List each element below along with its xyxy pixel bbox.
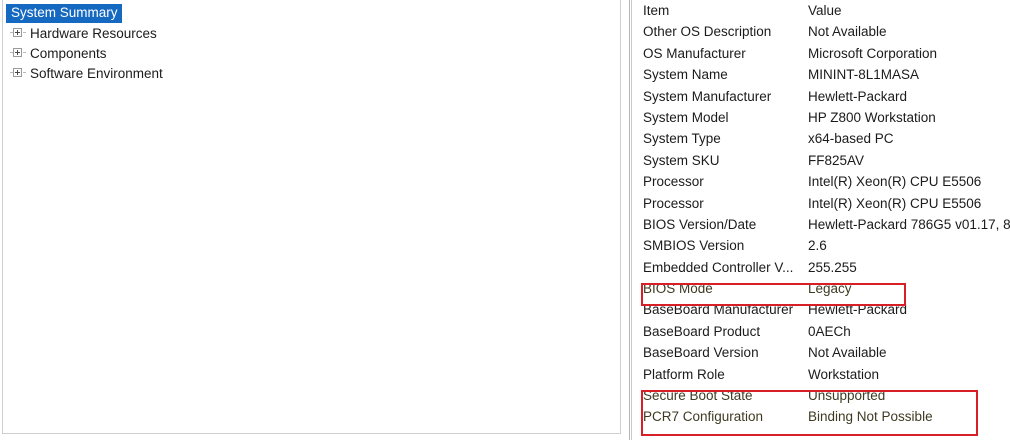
detail-row[interactable]: Secure Boot State Unsupported	[635, 385, 1010, 406]
detail-row[interactable]: BIOS Version/Date Hewlett-Packard 786G5 v…	[635, 214, 1010, 235]
detail-row-item: BIOS Mode	[643, 281, 713, 297]
detail-row-item: Secure Boot State	[643, 388, 753, 404]
detail-row-value: Workstation	[808, 366, 880, 382]
tree-item-system-summary-label: System Summary	[6, 3, 122, 23]
column-header-value: Value	[808, 3, 842, 18]
detail-row[interactable]: PCR7 Configuration Binding Not Possible	[635, 406, 1010, 427]
detail-row[interactable]: Processor Intel(R) Xeon(R) CPU E5506	[635, 171, 1010, 192]
detail-row-value: Not Available	[808, 24, 887, 40]
detail-row-item: BaseBoard Version	[643, 345, 759, 361]
detail-row[interactable]: BaseBoard Version Not Available	[635, 342, 1010, 363]
detail-row-item: System Name	[643, 67, 728, 83]
detail-header-row[interactable]: Item Value	[635, 0, 1010, 21]
detail-row-item: System Type	[643, 131, 721, 147]
navigation-tree-pane[interactable]: System Summary Hardware Resources Compon…	[2, 0, 621, 434]
detail-row-value: Unsupported	[808, 388, 886, 404]
detail-row-value: 0AECh	[808, 323, 851, 339]
detail-row[interactable]: SMBIOS Version 2.6	[635, 235, 1010, 256]
detail-row-value: HP Z800 Workstation	[808, 109, 936, 125]
detail-row[interactable]: OS Manufacturer Microsoft Corporation	[635, 43, 1010, 64]
detail-row-item: BIOS Version/Date	[643, 216, 757, 232]
detail-row-item: SMBIOS Version	[643, 238, 745, 254]
detail-row-item: Embedded Controller V...	[643, 259, 794, 275]
detail-row-item: Other OS Description	[643, 24, 772, 40]
detail-row-value: Hewlett-Packard	[808, 302, 908, 318]
detail-row-value: Microsoft Corporation	[808, 45, 938, 61]
column-header-item: Item	[643, 3, 670, 18]
detail-row-item: System Manufacturer	[643, 88, 772, 104]
detail-row[interactable]: System Manufacturer Hewlett-Packard	[635, 86, 1010, 107]
tree-list: System Summary Hardware Resources Compon…	[3, 0, 620, 83]
tree-item-software-environment-label: Software Environment	[30, 65, 163, 81]
detail-row-item: Processor	[643, 195, 704, 211]
detail-row-value: FF825AV	[808, 152, 865, 168]
tree-item-components-label: Components	[30, 45, 107, 61]
detail-row-value: MININT-8L1MASA	[808, 67, 920, 83]
detail-row[interactable]: System SKU FF825AV	[635, 150, 1010, 171]
detail-row-value: Hewlett-Packard	[808, 88, 908, 104]
plus-expander-icon[interactable]	[10, 65, 26, 81]
detail-row[interactable]: Processor Intel(R) Xeon(R) CPU E5506	[635, 193, 1010, 214]
detail-row-item: Platform Role	[643, 366, 725, 382]
tree-item-hardware-resources-label: Hardware Resources	[30, 25, 157, 41]
detail-row[interactable]: System Name MININT-8L1MASA	[635, 64, 1010, 85]
detail-row-value: Not Available	[808, 345, 887, 361]
detail-row-item: BaseBoard Product	[643, 323, 761, 339]
splitter-line-right	[631, 0, 632, 440]
detail-row-item: System SKU	[643, 152, 720, 168]
detail-row-item: OS Manufacturer	[643, 45, 746, 61]
detail-row-value: Binding Not Possible	[808, 409, 933, 425]
detail-row[interactable]: BaseBoard Product 0AECh	[635, 321, 1010, 342]
detail-row-value: Legacy	[808, 281, 852, 297]
plus-expander-icon[interactable]	[10, 25, 26, 41]
plus-expander-icon[interactable]	[10, 45, 26, 61]
tree-item-system-summary[interactable]: System Summary	[3, 3, 620, 23]
detail-row-value: Hewlett-Packard 786G5 v01.17, 8/	[808, 216, 1010, 232]
detail-row[interactable]: System Model HP Z800 Workstation	[635, 107, 1010, 128]
detail-row-value: Intel(R) Xeon(R) CPU E5506	[808, 195, 982, 211]
detail-row-value: x64-based PC	[808, 131, 894, 147]
detail-row-value: Intel(R) Xeon(R) CPU E5506	[808, 174, 982, 190]
detail-row[interactable]: System Type x64-based PC	[635, 128, 1010, 149]
pane-splitter[interactable]	[625, 0, 634, 440]
detail-row-item: PCR7 Configuration	[643, 409, 764, 425]
detail-row[interactable]: BaseBoard Manufacturer Hewlett-Packard	[635, 299, 1010, 320]
detail-row-value: 255.255	[808, 259, 857, 275]
tree-item-components[interactable]: Components	[3, 43, 620, 63]
detail-row-value: 2.6	[808, 238, 827, 254]
detail-row-item: BaseBoard Manufacturer	[643, 302, 794, 318]
detail-row[interactable]: BIOS Mode Legacy	[635, 278, 1010, 299]
splitter-line-left	[629, 0, 630, 440]
detail-row[interactable]: Other OS Description Not Available	[635, 21, 1010, 42]
detail-row-item: Processor	[643, 174, 704, 190]
detail-row-item: System Model	[643, 109, 729, 125]
detail-row[interactable]: Platform Role Workstation	[635, 364, 1010, 385]
tree-item-software-environment[interactable]: Software Environment	[3, 63, 620, 83]
detail-row[interactable]: Embedded Controller V... 255.255	[635, 257, 1010, 278]
tree-item-hardware-resources[interactable]: Hardware Resources	[3, 23, 620, 43]
